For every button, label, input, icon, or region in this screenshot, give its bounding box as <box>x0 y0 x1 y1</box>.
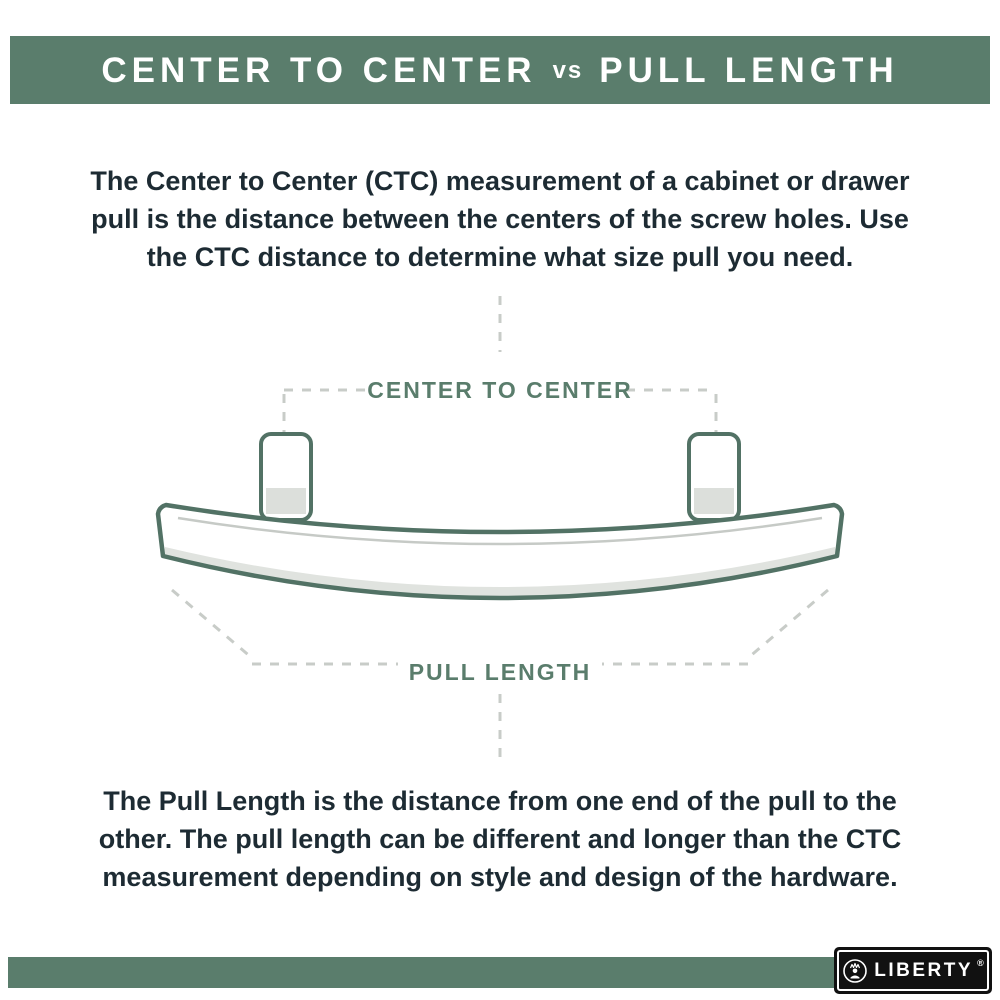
pull-diagram-graphic <box>155 296 845 764</box>
ctc-label: CENTER TO CENTER <box>367 377 633 403</box>
pull-top-face-line <box>177 516 823 546</box>
title-left: CENTER TO CENTER <box>101 50 537 90</box>
pull-body-outline <box>155 502 845 601</box>
right-post-shading <box>694 488 734 514</box>
registered-trademark: ® <box>977 958 984 968</box>
liberty-logo-frame: LIBERTY ® <box>837 950 989 991</box>
outro-paragraph: The Pull Length is the distance from one… <box>0 782 1000 896</box>
pull-length-label: PULL LENGTH <box>408 659 592 685</box>
statue-of-liberty-icon <box>843 958 868 983</box>
pull-diagram: CENTER TO CENTER PULL LENGTH <box>0 290 1000 770</box>
title-right: PULL LENGTH <box>599 50 899 90</box>
dashed-guides <box>171 296 829 764</box>
outro-line-1: The Pull Length is the distance from one… <box>103 786 897 816</box>
intro-paragraph: The Center to Center (CTC) measurement o… <box>0 162 1000 276</box>
brand-name: LIBERTY <box>874 960 974 981</box>
pull-body-fill <box>158 505 842 598</box>
header-band: CENTER TO CENTER vs PULL LENGTH <box>10 36 990 104</box>
left-post-shading <box>266 488 306 514</box>
intro-line-3: the CTC distance to determine what size … <box>146 242 854 272</box>
pull-length-diagonal-right <box>747 588 829 660</box>
outro-line-2: other. The pull length can be different … <box>98 824 902 854</box>
outro-line-3: measurement depending on style and desig… <box>102 862 898 892</box>
liberty-logo: LIBERTY ® <box>834 947 992 994</box>
footer-band <box>8 957 992 988</box>
intro-line-1: The Center to Center (CTC) measurement o… <box>90 166 910 196</box>
intro-line-2: pull is the distance between the centers… <box>91 204 909 234</box>
title-vs: vs <box>552 57 584 84</box>
pull-length-diagonal-left <box>171 588 253 660</box>
